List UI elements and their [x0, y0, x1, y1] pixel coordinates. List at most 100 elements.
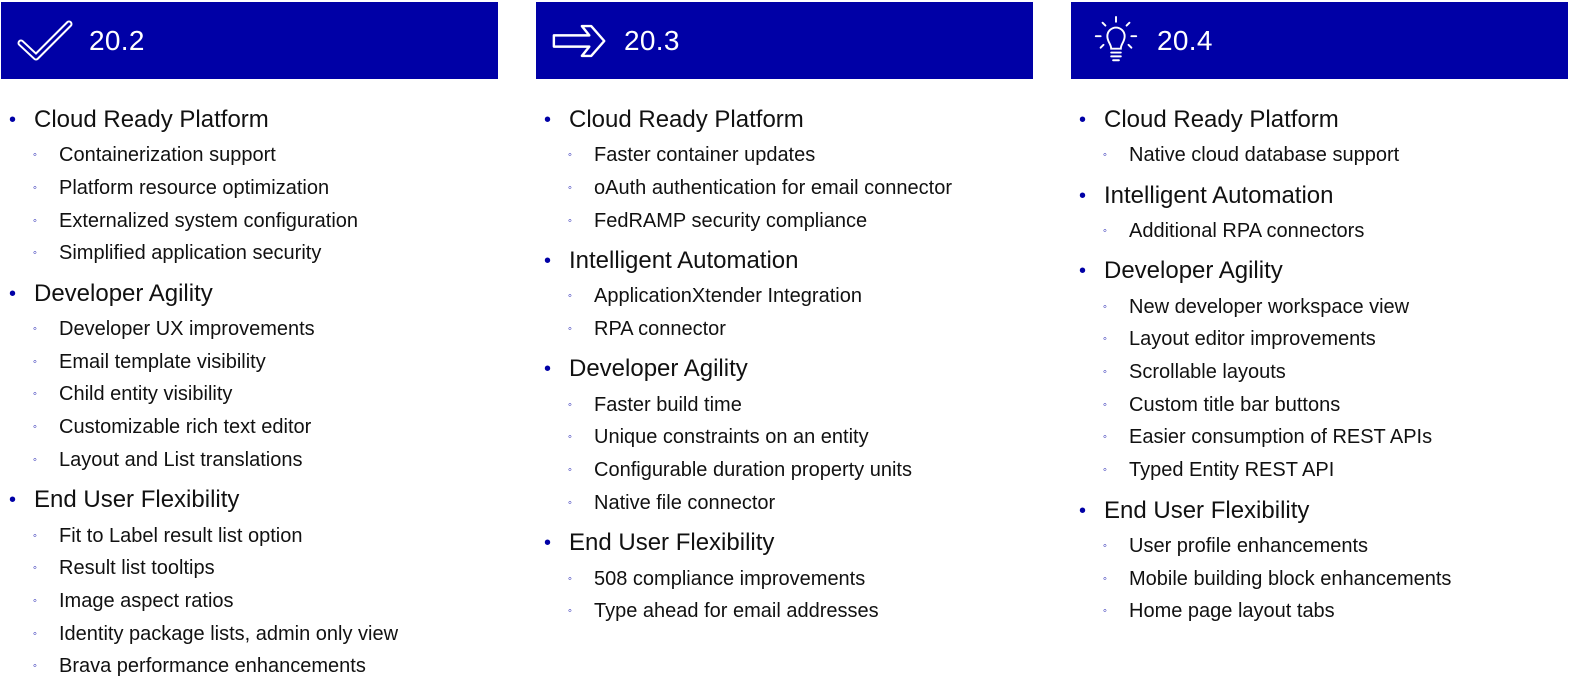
bullet-dot-icon: •: [1079, 109, 1087, 131]
feature-item-label: RPA connector: [594, 318, 726, 341]
feature-item-label: Faster container updates: [594, 144, 816, 167]
feature-item-label: FedRAMP security compliance: [594, 209, 868, 232]
feature-group-title: Cloud Ready Platform: [1104, 106, 1339, 133]
feature-item: ◦ Custom title bar buttons: [1071, 388, 1568, 421]
lightbulb-icon: [1091, 15, 1141, 64]
bullet-dot-icon: •: [1079, 260, 1087, 283]
feature-item: ◦Identity package lists, admin only view: [1, 617, 498, 650]
feature-item: ◦Externalized system configuration: [1, 204, 498, 237]
feature-item-label: Typed Entity REST API: [1129, 459, 1335, 482]
feature-group-header: •Intelligent Automation: [1071, 180, 1568, 212]
feature-item-label: Child entity visibility: [59, 383, 233, 406]
release-column-2: 20.3 •Cloud Ready Platform◦Faster contai…: [536, 0, 1033, 691]
feature-item: ◦Fit to Label result list option: [1, 519, 498, 552]
feature-group: • End User Flexibility ◦Fit to Label resul…: [1, 484, 498, 682]
feature-item: ◦Layout editor improvements: [1071, 323, 1568, 356]
bullet-dot-icon: •: [544, 109, 552, 131]
feature-item: ◦ Image aspect ratios: [1, 585, 498, 618]
bullet-circle-icon: ◦: [1103, 605, 1107, 618]
feature-group: •End User Flexibility◦User profile enhan…: [1071, 495, 1568, 628]
bullet-dot-icon: •: [544, 358, 552, 381]
feature-item-label: Email template visibility: [59, 350, 266, 373]
feature-items: ◦ Faster build time ◦Unique constraints on…: [536, 388, 1033, 519]
feature-group: • Cloud Ready Platform ◦Native cloud datab…: [1071, 104, 1568, 172]
feature-item: ◦Unique constraints on an entity: [536, 421, 1033, 454]
feature-group: •End User Flexibility ◦ 508 compliance imp…: [536, 527, 1033, 627]
feature-item-label: Type ahead for email addresses: [594, 600, 879, 623]
release-title: 20.3: [624, 24, 680, 56]
feature-item-label: Developer UX improvements: [59, 318, 315, 341]
feature-item-label: Native cloud database support: [1129, 144, 1400, 167]
feature-item-label: oAuth authentication for email connector: [594, 177, 952, 200]
feature-item: ◦ 508 compliance improvements: [536, 562, 1033, 595]
feature-item-label: Platform resource optimization: [59, 177, 330, 200]
feature-item-label: Simplified application security: [59, 242, 322, 265]
feature-items: ◦Additional RPA connectors: [1071, 215, 1568, 248]
feature-item: ◦New developer workspace view: [1071, 290, 1568, 323]
feature-group-title: End User Flexibility: [34, 486, 240, 514]
feature-items: ◦New developer workspace view◦Layout edi…: [1071, 290, 1568, 486]
feature-group-header: • Cloud Ready Platform: [536, 104, 1033, 136]
bullet-circle-icon: ◦: [33, 594, 37, 607]
feature-item: ◦ ApplicationXtender Integration: [536, 280, 1033, 313]
bullet-circle-icon: ◦: [1103, 398, 1107, 411]
feature-items: ◦Developer UX improvements◦Email templat…: [1, 313, 498, 476]
feature-item: ◦Child entity visibility: [1, 378, 498, 411]
bullet-circle-icon: ◦: [568, 572, 572, 585]
feature-group: •Developer Agility◦Developer UX improvem…: [1, 278, 498, 476]
feature-item-label: Additional RPA connectors: [1129, 220, 1365, 243]
feature-item: ◦ Customizable rich text editor: [1, 411, 498, 444]
feature-group-header: • Developer Agility: [1071, 255, 1568, 287]
feature-item: ◦Native file connector: [536, 487, 1033, 520]
feature-group-title: Developer Agility: [1104, 257, 1283, 285]
bullet-circle-icon: ◦: [1103, 572, 1107, 585]
bullet-dot-icon: •: [544, 250, 552, 273]
feature-item: ◦RPA connector: [536, 313, 1033, 346]
feature-item-label: Mobile building block enhancements: [1129, 567, 1452, 590]
release-title: 20.4: [1157, 24, 1213, 56]
bullet-circle-icon: ◦: [33, 562, 37, 575]
release-feature-list: • Cloud Ready Platform ◦Containerization s…: [1, 104, 498, 691]
feature-group-title: End User Flexibility: [1104, 496, 1310, 524]
feature-item: ◦ Platform resource optimization: [1, 172, 498, 205]
checkmark-icon: [17, 18, 73, 64]
feature-item: ◦Easier consumption of REST APIs: [1071, 421, 1568, 454]
feature-items: ◦Native cloud database support: [1071, 139, 1568, 172]
bullet-dot-icon: •: [9, 282, 17, 305]
feature-item-label: Custom title bar buttons: [1129, 393, 1341, 416]
feature-item-label: 508 compliance improvements: [594, 567, 866, 590]
feature-item-label: Customizable rich text editor: [59, 416, 312, 439]
feature-item-label: ApplicationXtender Integration: [594, 285, 862, 308]
feature-item-label: Faster build time: [594, 393, 742, 416]
bullet-circle-icon: ◦: [568, 464, 572, 477]
feature-group-header: •End User Flexibility: [536, 527, 1033, 559]
bullet-dot-icon: •: [9, 489, 17, 512]
feature-item-label: Home page layout tabs: [1129, 600, 1335, 623]
feature-item-label: Result list tooltips: [59, 557, 215, 580]
feature-group-header: • Cloud Ready Platform: [1071, 104, 1568, 136]
feature-group-title: Cloud Ready Platform: [569, 106, 804, 133]
feature-item-label: Image aspect ratios: [59, 589, 234, 612]
feature-group-title: Cloud Ready Platform: [34, 106, 269, 133]
release-banner: 20.2: [1, 2, 498, 79]
feature-item-label: Easier consumption of REST APIs: [1129, 426, 1433, 449]
release-feature-list: •Cloud Ready Platform◦Faster container u…: [536, 104, 1033, 636]
feature-item: ◦ Result list tooltips: [1, 552, 498, 585]
feature-items: ◦ 508 compliance improvements ◦Type ahead …: [536, 562, 1033, 627]
bullet-circle-icon: ◦: [568, 290, 572, 303]
release-title: 20.2: [89, 24, 145, 56]
feature-item: ◦Scrollable layouts: [1071, 356, 1568, 389]
bullet-circle-icon: ◦: [33, 214, 37, 227]
feature-item-label: Layout editor improvements: [1129, 328, 1376, 351]
feature-item: ◦Type ahead for email addresses: [536, 595, 1033, 628]
feature-item: ◦Containerization support: [1, 139, 498, 172]
feature-group: •Cloud Ready Platform◦Containerization s…: [1, 104, 498, 270]
feature-item: ◦Faster container updates: [536, 139, 1033, 172]
feature-items: ◦Fit to Label result list option ◦ Result …: [1, 519, 498, 682]
feature-item: ◦User profile enhancements: [1071, 530, 1568, 563]
bullet-circle-icon: ◦: [33, 421, 37, 434]
feature-items: ◦Containerization support ◦ Platform resou…: [1, 139, 498, 270]
bullet-circle-icon: ◦: [33, 182, 37, 195]
bullet-circle-icon: ◦: [568, 496, 572, 509]
feature-group-title: Developer Agility: [569, 355, 748, 383]
